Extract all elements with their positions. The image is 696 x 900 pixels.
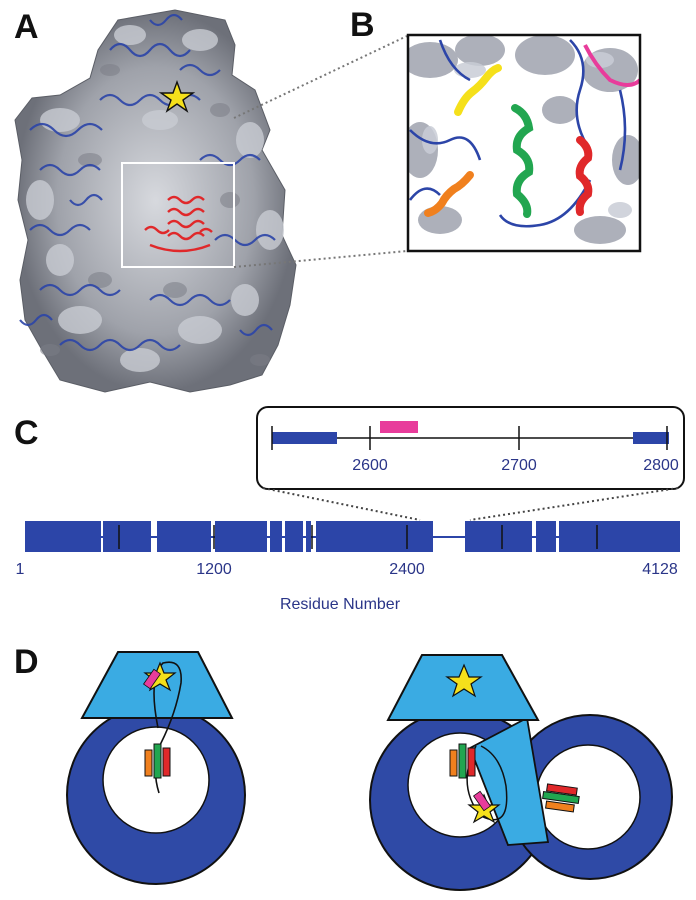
star-icon: [445, 663, 483, 698]
domain-bar: [25, 521, 680, 552]
inset-tick-2700: 2700: [501, 457, 537, 474]
cartoon-closed: [66, 651, 246, 885]
tick-4128: 4128: [642, 561, 678, 578]
star-icon: [158, 79, 196, 113]
inset-map: 2600 2700 2800: [256, 406, 685, 490]
panel-label-b: B: [350, 6, 375, 44]
magenta-segment: [380, 421, 418, 433]
tick-2400: 2400: [389, 561, 425, 578]
tick-1200: 1200: [196, 561, 232, 578]
inset-line-right: [469, 487, 679, 521]
star-icon: [143, 661, 177, 692]
density-map: [14, 9, 297, 393]
panel-label-a: A: [14, 8, 39, 46]
zoom-line-bottom: [233, 250, 408, 268]
inset-line-left: [262, 487, 421, 521]
zoom-panel: [406, 33, 642, 253]
cartoon-open: [369, 654, 673, 891]
zoom-line-top: [233, 35, 408, 119]
tick-1: 1: [16, 561, 25, 578]
axis-label: Residue Number: [280, 596, 401, 613]
panel-label-c: C: [14, 414, 39, 452]
zoom-box: [121, 162, 235, 268]
panel-label-d: D: [14, 643, 39, 681]
inset-tick-2600: 2600: [352, 457, 388, 474]
inset-tick-2800: 2800: [643, 457, 679, 474]
